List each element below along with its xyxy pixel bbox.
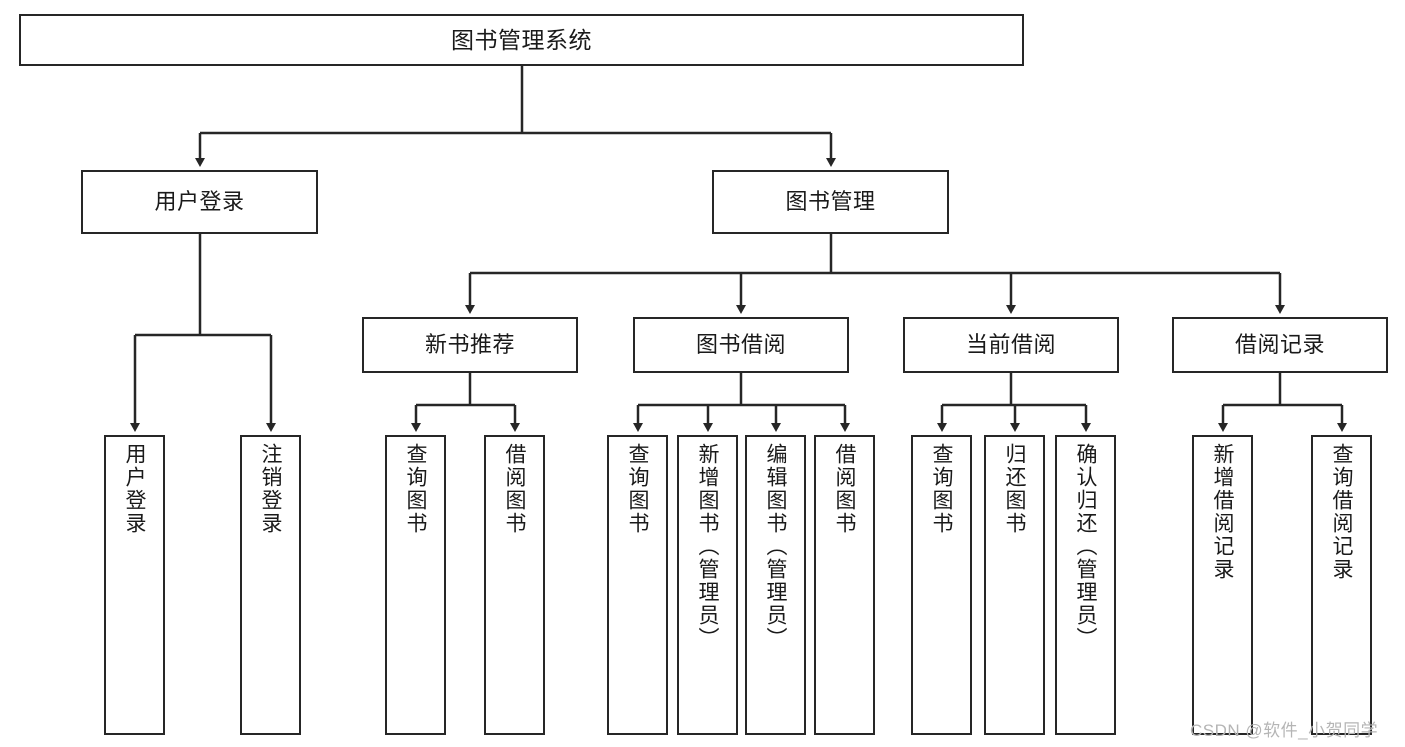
- node-leaf-return-book[interactable]: 归还图书: [984, 435, 1045, 735]
- node-leaf-query-book-borrow[interactable]: 查询图书: [607, 435, 668, 735]
- node-leaf-confirm-return[interactable]: 确认归还（管理员）: [1055, 435, 1116, 735]
- node-label-leaf-return-book: 归还图书: [1003, 443, 1026, 535]
- node-leaf-add-record[interactable]: 新增借阅记录: [1192, 435, 1253, 735]
- watermark: CSDN @软件_小贺同学: [1190, 721, 1379, 740]
- node-leaf-user-logout[interactable]: 注销登录: [240, 435, 301, 735]
- node-label-borrow-record: 借阅记录: [1234, 332, 1325, 358]
- node-root[interactable]: 图书管理系统: [19, 14, 1024, 66]
- node-book-manage[interactable]: 图书管理: [712, 170, 949, 234]
- node-label-book-borrow: 图书借阅: [695, 332, 786, 358]
- node-borrow-record[interactable]: 借阅记录: [1172, 317, 1388, 373]
- node-new-book-rec[interactable]: 新书推荐: [362, 317, 578, 373]
- node-leaf-user-login[interactable]: 用户登录: [104, 435, 165, 735]
- node-leaf-query-record[interactable]: 查询借阅记录: [1311, 435, 1372, 735]
- node-label-leaf-borrow-book: 借阅图书: [833, 443, 856, 535]
- node-label-leaf-query-book-borrow: 查询图书: [626, 443, 649, 535]
- node-label-leaf-query-book-cur: 查询图书: [930, 443, 953, 535]
- node-label-leaf-user-login: 用户登录: [123, 443, 146, 535]
- node-label-current-borrow: 当前借阅: [965, 332, 1056, 358]
- node-label-leaf-edit-book: 编辑图书（管理员）: [764, 443, 787, 650]
- node-label-leaf-query-book-rec: 查询图书: [404, 443, 427, 535]
- node-label-user-login: 用户登录: [154, 189, 245, 215]
- node-label-leaf-confirm-return: 确认归还（管理员）: [1074, 443, 1097, 650]
- node-leaf-borrow-book[interactable]: 借阅图书: [814, 435, 875, 735]
- node-leaf-add-book[interactable]: 新增图书（管理员）: [677, 435, 738, 735]
- node-label-book-manage: 图书管理: [785, 189, 876, 215]
- node-user-login[interactable]: 用户登录: [81, 170, 318, 234]
- node-label-leaf-query-record: 查询借阅记录: [1330, 443, 1353, 581]
- node-label-leaf-add-book: 新增图书（管理员）: [696, 443, 719, 650]
- node-label-new-book-rec: 新书推荐: [424, 332, 515, 358]
- node-leaf-borrow-book-rec[interactable]: 借阅图书: [484, 435, 545, 735]
- node-book-borrow[interactable]: 图书借阅: [633, 317, 849, 373]
- node-label-leaf-add-record: 新增借阅记录: [1211, 443, 1234, 581]
- node-current-borrow[interactable]: 当前借阅: [903, 317, 1119, 373]
- node-leaf-edit-book[interactable]: 编辑图书（管理员）: [745, 435, 806, 735]
- node-label-leaf-user-logout: 注销登录: [259, 443, 282, 535]
- node-leaf-query-book-rec[interactable]: 查询图书: [385, 435, 446, 735]
- node-label-root: 图书管理系统: [451, 26, 592, 53]
- node-leaf-query-book-cur[interactable]: 查询图书: [911, 435, 972, 735]
- node-label-leaf-borrow-book-rec: 借阅图书: [503, 443, 526, 535]
